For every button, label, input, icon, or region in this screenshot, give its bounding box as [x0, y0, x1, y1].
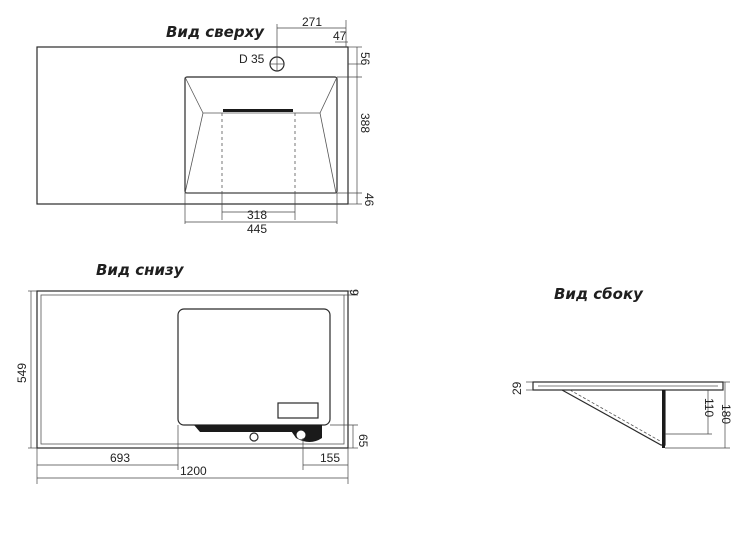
top-dim-388: 388: [358, 113, 372, 133]
bottom-dim-549: 549: [15, 363, 29, 383]
side-bowl-profile: [561, 389, 666, 446]
bottom-label-plate: [277, 402, 319, 419]
top-dim-271: 271: [302, 15, 322, 29]
top-sink-bowl: [184, 76, 338, 194]
bottom-overflow-hole: [296, 430, 306, 440]
bottom-dim-693: 693: [110, 451, 130, 465]
side-dim-180: 180: [719, 404, 733, 424]
bottom-dim-9: 9: [347, 289, 361, 296]
top-dim-47: 47: [333, 29, 347, 43]
top-dim-46: 46: [362, 193, 376, 207]
side-view: Вид сбоку 29 110 180: [510, 285, 733, 449]
top-view-title: Вид сверху: [166, 23, 265, 41]
top-view: Вид сверху D 35 271 47 56: [36, 15, 376, 236]
bottom-view: Вид снизу 9 549 65: [15, 261, 370, 484]
bottom-countertop-outline: [36, 290, 349, 449]
bottom-dim-65: 65: [356, 434, 370, 448]
side-slab: [532, 381, 724, 391]
side-dim-29: 29: [510, 381, 524, 395]
side-dim-110: 110: [702, 398, 716, 417]
top-countertop-outline: [36, 46, 349, 205]
bottom-sink-bowl: [177, 308, 331, 426]
bottom-countertop-rim: [40, 294, 345, 445]
top-dim-318: 318: [247, 208, 267, 222]
bottom-drain-hole: [249, 432, 259, 442]
bottom-mount-bracket: [194, 425, 300, 432]
top-drain-slot: [223, 109, 293, 112]
top-dim-d35: D 35: [239, 52, 265, 66]
bottom-dim-155: 155: [320, 451, 340, 465]
bottom-dim-1200: 1200: [180, 464, 207, 478]
top-dim-56: 56: [358, 52, 372, 66]
top-sink-inner: [184, 112, 337, 194]
side-drain-pipe: [662, 390, 665, 448]
top-dim-445: 445: [247, 222, 267, 236]
bottom-view-title: Вид снизу: [96, 261, 185, 279]
side-view-title: Вид сбоку: [554, 285, 644, 303]
